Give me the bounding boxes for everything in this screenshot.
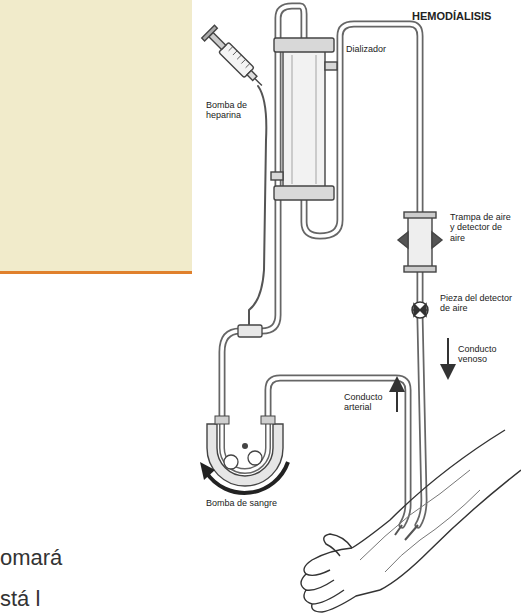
part-label: Conducto venoso: [458, 344, 516, 365]
air-detector-piece: [412, 302, 428, 318]
part-label: Bomba de sangre: [206, 498, 296, 508]
tubing: [222, 6, 424, 525]
diagram-title: HEMODÍALISIS: [412, 10, 491, 23]
venous-flow-arrow: [447, 338, 449, 372]
part-label: Pieza del detector de aire: [440, 293, 516, 314]
dialyzer: [271, 38, 337, 200]
blood-pump: [200, 416, 288, 493]
part-label: Dializador: [346, 44, 406, 54]
arterial-flow-arrow: [396, 384, 398, 412]
part-label: Bomba de heparina: [206, 100, 260, 121]
part-label: Trampa de aire y detector de aire: [450, 212, 516, 243]
orange-rule: [0, 271, 192, 274]
patient-arm: [301, 430, 521, 612]
heparin-syringe: [202, 25, 268, 91]
part-label: Conducto arterial: [344, 392, 392, 413]
air-trap: [398, 212, 442, 272]
y-connector: [238, 325, 262, 337]
slide-text: stá l: [0, 586, 40, 611]
diagram-panel: [192, 0, 521, 613]
slide-text: omará: [0, 545, 62, 570]
